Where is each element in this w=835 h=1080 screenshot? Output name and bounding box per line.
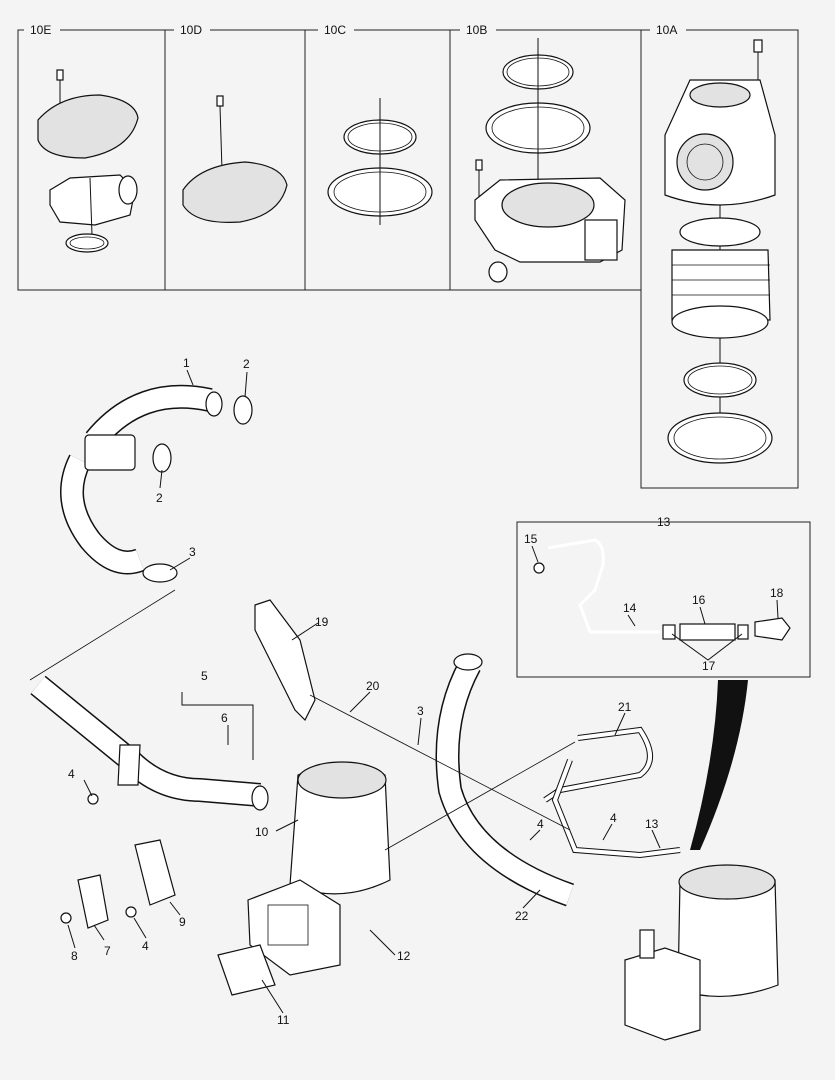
callout-7: 7 bbox=[104, 944, 111, 958]
callout-4: 4 bbox=[537, 817, 544, 831]
inset-10a-parts bbox=[664, 39, 776, 464]
pointer-arrow bbox=[690, 680, 748, 850]
inset-10c-parts bbox=[327, 98, 433, 225]
callout-21: 21 bbox=[618, 700, 632, 714]
callout-labels: 1 2 2 3 5 6 4 10 19 20 3 21 4 4 13 22 9 … bbox=[68, 356, 784, 1027]
inset-10d-parts bbox=[182, 95, 288, 223]
inset-10b-parts bbox=[474, 38, 626, 283]
callout-4: 4 bbox=[610, 811, 617, 825]
callout-8: 8 bbox=[71, 949, 78, 963]
callout-6: 6 bbox=[221, 711, 228, 725]
callout-12: 12 bbox=[397, 949, 411, 963]
callout-5: 5 bbox=[201, 669, 208, 683]
callout-3: 3 bbox=[189, 545, 196, 559]
callout-19: 19 bbox=[315, 615, 329, 629]
inset-label-10c: 10C bbox=[324, 23, 346, 37]
callout-2: 2 bbox=[243, 357, 250, 371]
hose-1 bbox=[60, 384, 223, 575]
callout-13: 13 bbox=[657, 515, 671, 529]
callout-1: 1 bbox=[183, 356, 190, 370]
callout-3: 3 bbox=[417, 704, 424, 718]
callout-9: 9 bbox=[179, 915, 186, 929]
inset-10e-parts bbox=[37, 69, 139, 253]
inset-13-frame bbox=[516, 521, 811, 678]
callout-18: 18 bbox=[770, 586, 784, 600]
callout-13: 13 bbox=[645, 817, 659, 831]
leader-lines bbox=[29, 369, 779, 1014]
inset-label-10e: 10E bbox=[30, 23, 51, 37]
inset-label-10a: 10A bbox=[656, 23, 677, 37]
tube-21 bbox=[543, 726, 681, 859]
callout-16: 16 bbox=[692, 593, 706, 607]
bracket-7-9 bbox=[60, 793, 176, 929]
callout-15: 15 bbox=[524, 532, 538, 546]
tank-assembly bbox=[624, 864, 779, 1041]
callout-22: 22 bbox=[515, 909, 529, 923]
callout-20: 20 bbox=[366, 679, 380, 693]
gasket-11 bbox=[217, 944, 276, 996]
callout-11: 11 bbox=[277, 1013, 290, 1027]
clamps-2 bbox=[142, 395, 253, 583]
callout-4: 4 bbox=[68, 767, 75, 781]
callout-14: 14 bbox=[623, 601, 637, 615]
callout-10: 10 bbox=[255, 825, 269, 839]
inset-label-10b: 10B bbox=[466, 23, 487, 37]
inset-13-parts bbox=[533, 538, 791, 641]
hose-22 bbox=[435, 653, 574, 907]
callout-17: 17 bbox=[702, 659, 716, 673]
callout-4: 4 bbox=[142, 939, 149, 953]
callout-2: 2 bbox=[156, 491, 163, 505]
inset-label-10d: 10D bbox=[180, 23, 202, 37]
inset-frames bbox=[17, 29, 799, 489]
inset-labels: 10E 10D 10C 10B 10A bbox=[24, 22, 686, 38]
filter-10 bbox=[247, 761, 391, 976]
pipe-left bbox=[30, 675, 269, 811]
bracket-19 bbox=[254, 599, 316, 722]
